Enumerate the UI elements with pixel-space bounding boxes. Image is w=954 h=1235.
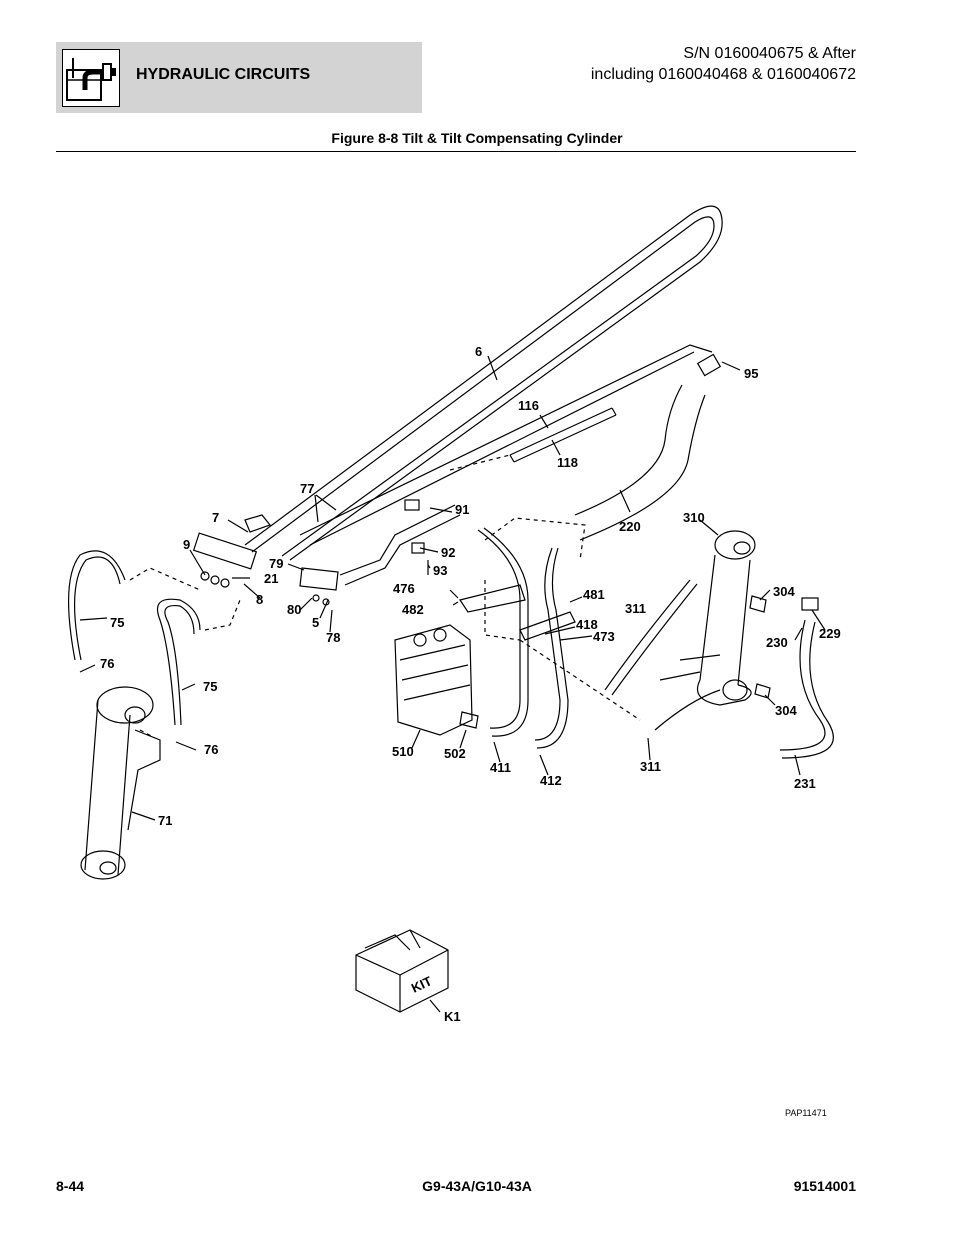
- block-79: [299, 567, 339, 591]
- hose-311-b: [654, 689, 721, 731]
- callout: 92: [441, 545, 455, 560]
- tube-412: [534, 547, 561, 741]
- callout: 412: [540, 773, 562, 788]
- hose-75-b: [156, 598, 201, 726]
- cylinder-71: [84, 699, 131, 876]
- figure-title: Figure 8-8 Tilt & Tilt Compensating Cyli…: [331, 130, 623, 146]
- callout: 79: [269, 556, 283, 571]
- plate-91: [404, 499, 420, 511]
- section-title: HYDRAULIC CIRCUITS: [136, 66, 311, 83]
- callout: 76: [100, 656, 114, 671]
- callout: 481: [583, 587, 605, 602]
- hose-6: [244, 205, 723, 561]
- callout: 230: [766, 635, 788, 650]
- callout: 76: [204, 742, 218, 757]
- callout: 7: [212, 510, 219, 525]
- callout: 220: [619, 519, 641, 534]
- callout: 78: [326, 630, 340, 645]
- callout: 116: [518, 398, 539, 413]
- callout: 75: [203, 679, 217, 694]
- callout: 304: [773, 584, 795, 599]
- callout: 473: [593, 629, 615, 644]
- callout: 311: [640, 759, 661, 774]
- diagram-linework: [67, 205, 834, 1013]
- hose-220: [574, 384, 683, 516]
- callout: 21: [264, 571, 278, 586]
- callout: 502: [444, 746, 466, 761]
- callout: 95: [744, 366, 758, 381]
- callout: 91: [455, 502, 469, 517]
- bracket-481: [459, 584, 526, 613]
- hose-75-a: [67, 550, 126, 661]
- callout: 231: [794, 776, 816, 791]
- cylinder-71-eye: [80, 850, 126, 880]
- callout: 310: [683, 510, 705, 525]
- plate-92: [411, 542, 425, 554]
- block-9: [192, 532, 258, 570]
- callout: 75: [110, 615, 124, 630]
- fitting-229: [801, 597, 819, 611]
- bracket-418: [519, 611, 576, 641]
- callout: 510: [392, 744, 414, 759]
- hose-231: [779, 619, 826, 751]
- tube-116: [509, 407, 617, 463]
- hydraulic-circuit-icon: [62, 49, 120, 107]
- callout: 304: [775, 703, 797, 718]
- section-header: HYDRAULIC CIRCUITS: [56, 42, 422, 113]
- serial-line-1: S/N 0160040675 & After: [683, 45, 856, 62]
- drawing-id: PAP11471: [785, 1108, 827, 1118]
- cylinder-310: [699, 554, 751, 686]
- header-rule: [56, 151, 856, 152]
- callout: 77: [300, 481, 314, 496]
- callout: K1: [444, 1009, 461, 1024]
- diagram-callouts: KIT 6 95 116 118 77 91 7 9 21 8 79 92 93…: [100, 344, 841, 1118]
- tube-411: [477, 529, 521, 729]
- callout: 8: [256, 592, 263, 607]
- callout-label: KIT: [409, 973, 434, 995]
- hose-311-a: [604, 579, 691, 691]
- callout: 9: [183, 537, 190, 552]
- bracket-7: [244, 514, 271, 533]
- callout: 418: [576, 617, 598, 632]
- callout: 482: [402, 602, 424, 617]
- callout: 476: [393, 581, 415, 596]
- callout: 118: [557, 455, 578, 470]
- fitting-95: [696, 353, 722, 377]
- callout: 311: [625, 601, 646, 616]
- document-part-number: 91514001: [793, 1178, 856, 1194]
- callout: 229: [819, 626, 841, 641]
- serial-line-2: including 0160040468 & 0160040672: [590, 66, 856, 83]
- serial-range: S/N 0160040675 & After including 0160040…: [591, 43, 856, 85]
- callout: 93: [433, 563, 447, 578]
- cylinder-310-eye: [714, 530, 756, 560]
- callout: 71: [158, 813, 172, 828]
- page-number: 8-44: [56, 1178, 85, 1194]
- callout: 80: [287, 602, 301, 617]
- callout: 6: [475, 344, 482, 359]
- model-number: G9-43A/G10-43A: [422, 1178, 532, 1194]
- callout: 411: [490, 760, 511, 775]
- valve-510: [394, 624, 473, 736]
- callout: 5: [312, 615, 319, 630]
